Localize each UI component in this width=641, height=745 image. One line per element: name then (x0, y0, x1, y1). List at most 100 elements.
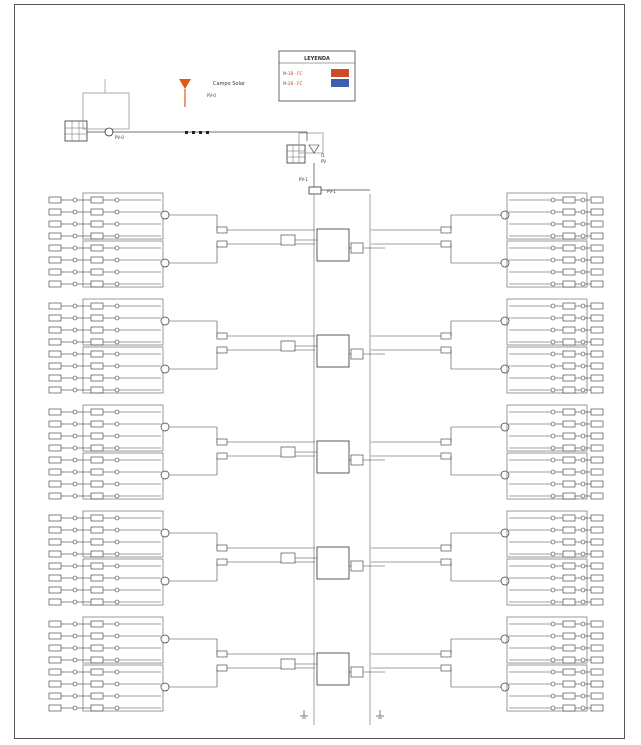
pv-panel-row (48, 550, 161, 558)
pv-panel-row (509, 232, 604, 240)
pv-panel-row (509, 374, 604, 382)
string-block (48, 616, 604, 712)
pv-panel-row (48, 244, 161, 252)
antenna-icon (179, 79, 191, 107)
pv-panel-row (48, 386, 161, 394)
pv-panel-row (48, 420, 161, 428)
pv-panel-row (48, 302, 161, 310)
pv-panel-row (509, 574, 604, 582)
string-block (48, 404, 604, 500)
pv-panel-row (509, 692, 604, 700)
ground-icon (376, 710, 384, 719)
pv-panel-row (509, 468, 604, 476)
legend-row-2-label: M-2B - FC (283, 81, 302, 86)
pv-panel-row (48, 314, 161, 322)
pv-panel-row (509, 444, 604, 452)
pv-panel-row (509, 680, 604, 688)
source-sublabel: PV-0 (207, 93, 216, 98)
pv-panel-row (509, 244, 604, 252)
legend: LEYENDA M-1B - FC M-2B - FC (278, 50, 356, 102)
pv-panel-row (48, 326, 161, 334)
pv-panel-row (509, 644, 604, 652)
pv-panel-row (48, 586, 161, 594)
pv-panel-row (48, 538, 161, 546)
pv-panel-row (48, 220, 161, 228)
schematic-sheet: PV-0 Campo Solar PV-0 (14, 4, 625, 739)
pv-panel-row (509, 314, 604, 322)
pv-panel-row (48, 598, 161, 606)
legend-title: LEYENDA (304, 56, 330, 62)
pv-panel-row (509, 350, 604, 358)
inverter-box (316, 228, 350, 262)
meter-symbol: PV-0 (64, 79, 285, 142)
pv-panel-row (509, 598, 604, 606)
pv-panel-row (509, 620, 604, 628)
pv-panel-row (48, 408, 161, 416)
legend-swatch-1 (331, 69, 349, 77)
pv-panel-row (509, 456, 604, 464)
pv-panel-row (509, 302, 604, 310)
svg-text:PV-1: PV-1 (327, 189, 336, 194)
pv-panel-row (509, 492, 604, 500)
pv-panel-row (509, 704, 604, 712)
pv-panel-row (48, 256, 161, 264)
ground-icon (300, 710, 308, 719)
pv-panel-row (509, 280, 604, 288)
pv-panel-row (48, 268, 161, 276)
pv-panel-row (509, 338, 604, 346)
vertical-buses (300, 189, 384, 725)
pv-panel-row (509, 550, 604, 558)
pv-panel-row (48, 574, 161, 582)
link-dots (185, 131, 209, 134)
pv-panel-row (509, 362, 604, 370)
pv-panel-row (48, 656, 161, 664)
pv-panel-row (509, 526, 604, 534)
pv-panel-row (509, 220, 604, 228)
pv-panel-row (509, 586, 604, 594)
string-block (48, 192, 604, 288)
pv-panel-row (48, 704, 161, 712)
pv-panel-row (509, 420, 604, 428)
pv-panel-row (509, 656, 604, 664)
pv-panel-row (48, 280, 161, 288)
pv-panel-row (48, 362, 161, 370)
pv-panel-row (48, 456, 161, 464)
pv-panel-row (509, 480, 604, 488)
svg-text:PV-1: PV-1 (299, 177, 308, 182)
legend-swatch-2 (331, 79, 349, 87)
source-section: PV-0 Campo Solar PV-0 (64, 50, 356, 195)
inverter-box (316, 546, 350, 580)
pv-panel-row (48, 432, 161, 440)
svg-text:PV-0: PV-0 (115, 135, 124, 140)
pv-panel-row (48, 208, 161, 216)
string-blocks (48, 192, 604, 712)
pv-panel-row (48, 692, 161, 700)
pv-panel-row (48, 350, 161, 358)
pv-panel-row (509, 632, 604, 640)
pv-panel-row (509, 562, 604, 570)
pv-panel-row (509, 668, 604, 676)
pv-panel-row (48, 668, 161, 676)
pv-panel-row (48, 620, 161, 628)
string-block (48, 510, 604, 606)
pv-panel-row (48, 468, 161, 476)
string-block (48, 298, 604, 394)
pv-panel-row (509, 514, 604, 522)
pv-panel-row (48, 338, 161, 346)
source-label: Campo Solar (213, 81, 246, 87)
pv-panel-row (509, 208, 604, 216)
pv-panel-row (509, 196, 604, 204)
schematic-diagram: PV-0 Campo Solar PV-0 (48, 50, 604, 725)
pv-panel-row (509, 386, 604, 394)
pv-panel-row (509, 326, 604, 334)
pv-panel-row (48, 644, 161, 652)
inverter-box (316, 440, 350, 474)
inverter-box (316, 652, 350, 686)
pv-panel-row (509, 256, 604, 264)
pv-panel-row (509, 408, 604, 416)
pv-panel-row (48, 492, 161, 500)
pv-panel-row (48, 562, 161, 570)
legend-row-1-label: M-1B - FC (283, 71, 302, 76)
meter-symbol-2: I1 PV PV-1 PV-1 (285, 131, 336, 195)
pv-panel-row (48, 196, 161, 204)
